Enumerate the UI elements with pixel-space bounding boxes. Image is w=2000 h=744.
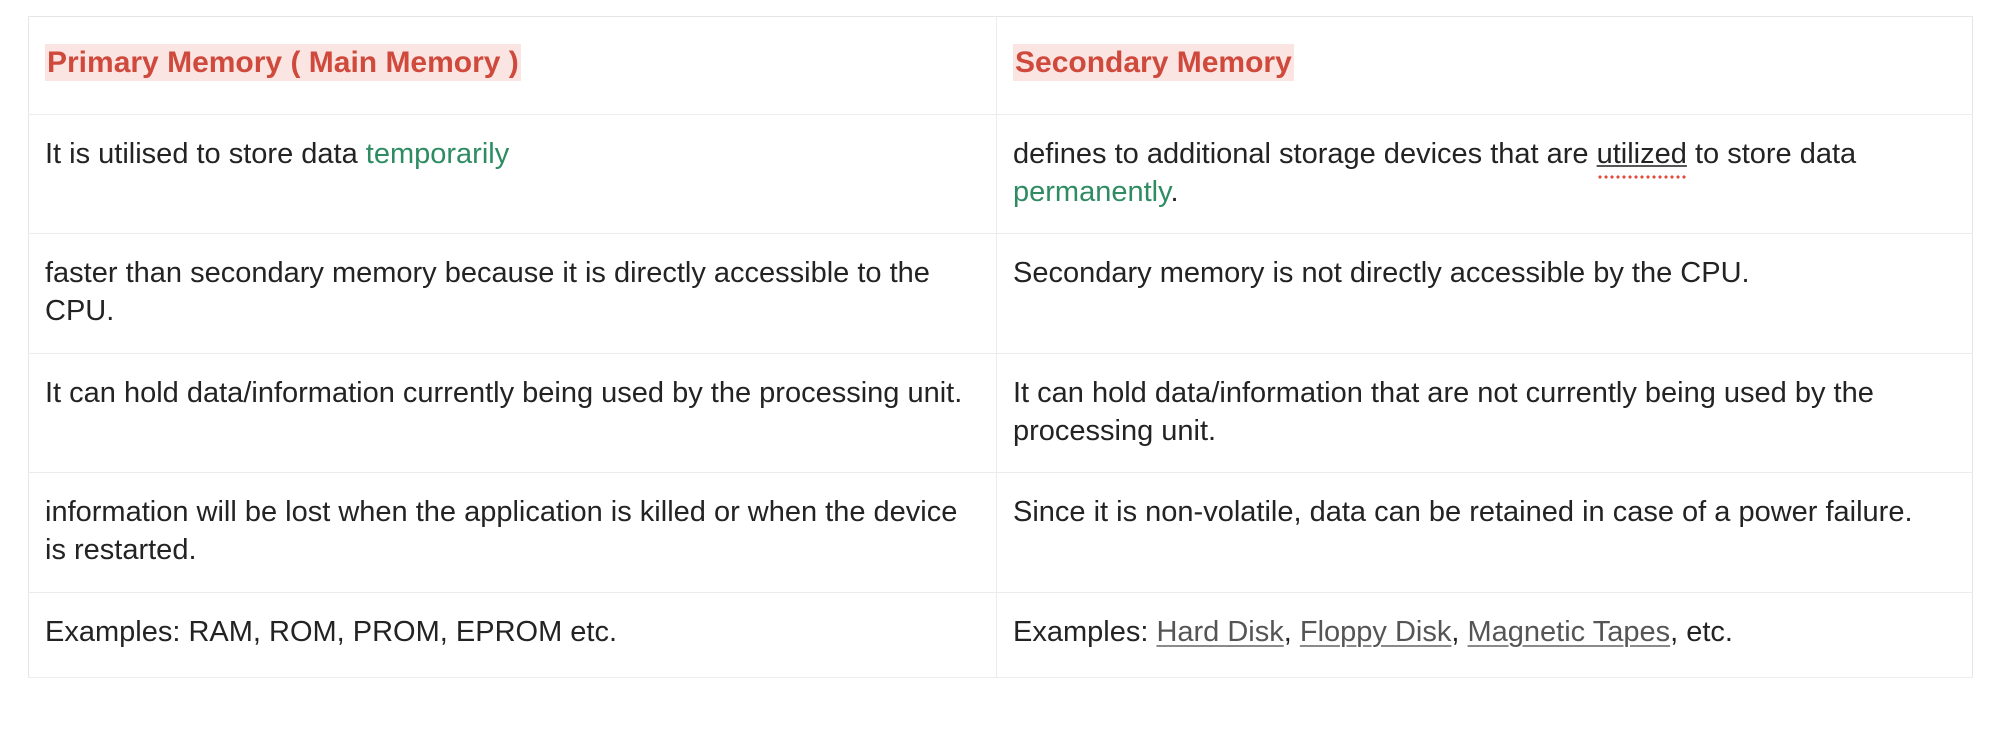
spellcheck-flagged-word: utilized <box>1596 137 1687 170</box>
table-cell-primary: information will be lost when the applic… <box>28 472 997 593</box>
table-cell-secondary: Examples: Hard Disk, Floppy Disk, Magnet… <box>996 592 1973 678</box>
table-row: Examples: RAM, ROM, PROM, EPROM etc. Exam… <box>28 592 1973 678</box>
table-body: It is utilised to store data temporarily… <box>28 114 1973 678</box>
text-run: Examples: <box>1013 615 1157 648</box>
underlined-term[interactable]: Magnetic Tapes <box>1467 615 1671 648</box>
cell-text: information will be lost when the applic… <box>45 493 980 570</box>
cell-text: Examples: RAM, ROM, PROM, EPROM etc. <box>45 613 980 651</box>
text-run: to store data <box>1686 137 1857 170</box>
text-run: It can hold data/information currently b… <box>45 376 963 409</box>
text-run: , <box>1451 615 1468 648</box>
table-row: faster than secondary memory because it … <box>28 233 1973 354</box>
text-run: It can hold data/information that are no… <box>1013 376 1874 447</box>
column-header-primary-memory-label: Primary Memory ( Main Memory ) <box>45 44 521 81</box>
memory-comparison-table: Primary Memory ( Main Memory ) Secondary… <box>28 16 1973 678</box>
text-run: defines to additional storage devices th… <box>1013 137 1597 170</box>
cell-text: faster than secondary memory because it … <box>45 254 980 331</box>
table-header: Primary Memory ( Main Memory ) Secondary… <box>28 16 1973 115</box>
table-row: It can hold data/information currently b… <box>28 353 1973 474</box>
column-header-secondary-memory: Secondary Memory <box>996 16 1973 115</box>
table-cell-secondary: Since it is non-volatile, data can be re… <box>996 472 1973 593</box>
underlined-term[interactable]: Floppy Disk <box>1299 615 1452 648</box>
cell-text: Since it is non-volatile, data can be re… <box>1013 493 1956 531</box>
cell-text: Examples: Hard Disk, Floppy Disk, Magnet… <box>1013 613 1956 651</box>
table-cell-secondary: It can hold data/information that are no… <box>996 353 1973 474</box>
text-run: Secondary memory is not directly accessi… <box>1013 257 1750 290</box>
table-cell-secondary: Secondary memory is not directly accessi… <box>996 233 1973 354</box>
table-cell-primary: It can hold data/information currently b… <box>28 353 997 474</box>
text-run: information will be lost when the applic… <box>45 496 958 567</box>
table-cell-primary: Examples: RAM, ROM, PROM, EPROM etc. <box>28 592 997 678</box>
column-header-primary-memory: Primary Memory ( Main Memory ) <box>28 16 997 115</box>
table-cell-primary: It is utilised to store data temporarily <box>28 114 997 235</box>
column-header-secondary-memory-label: Secondary Memory <box>1013 44 1294 81</box>
cell-text: defines to additional storage devices th… <box>1013 135 1956 212</box>
text-run: Examples: RAM, ROM, PROM, EPROM etc. <box>45 615 618 648</box>
text-run: , <box>1283 615 1300 648</box>
text-run: It is utilised to store data <box>45 137 366 170</box>
table-cell-secondary: defines to additional storage devices th… <box>996 114 1973 235</box>
cell-text: It is utilised to store data temporarily <box>45 135 980 173</box>
text-run: . <box>1170 175 1179 208</box>
text-run: , etc. <box>1670 615 1733 648</box>
table-row: information will be lost when the applic… <box>28 472 1973 593</box>
highlighted-term: temporarily <box>365 137 510 170</box>
table-row: It is utilised to store data temporarily… <box>28 114 1973 235</box>
table-cell-primary: faster than secondary memory because it … <box>28 233 997 354</box>
cell-text: It can hold data/information that are no… <box>1013 374 1956 451</box>
cell-text: Secondary memory is not directly accessi… <box>1013 254 1956 292</box>
cell-text: It can hold data/information currently b… <box>45 374 980 412</box>
text-run: faster than secondary memory because it … <box>45 257 930 328</box>
text-run: Since it is non-volatile, data can be re… <box>1013 496 1913 529</box>
underlined-term[interactable]: Hard Disk <box>1156 615 1284 648</box>
highlighted-term: permanently <box>1013 175 1171 208</box>
table-header-row: Primary Memory ( Main Memory ) Secondary… <box>28 16 1973 115</box>
